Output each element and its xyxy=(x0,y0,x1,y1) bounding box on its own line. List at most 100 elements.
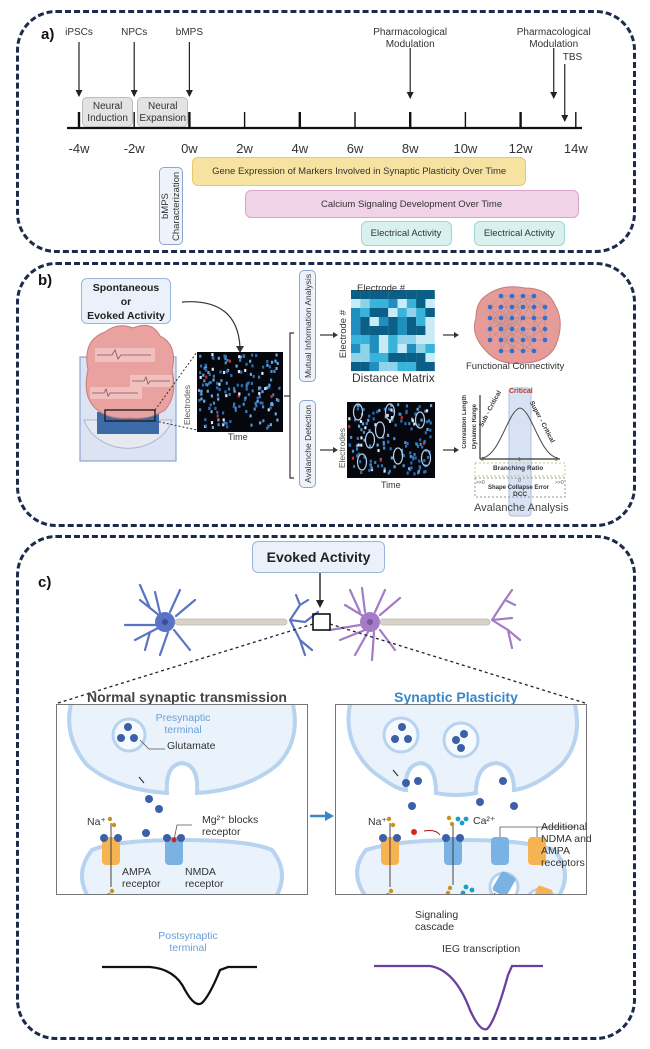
event-label: TBS xyxy=(562,52,583,63)
spike-mark xyxy=(271,403,274,407)
spike-mark xyxy=(374,423,377,427)
matrix-cell xyxy=(416,362,426,372)
spike-mark xyxy=(208,406,211,410)
avalanche-analysis-label: Avalanche Analysis xyxy=(474,502,569,514)
spike-mark xyxy=(370,466,373,470)
spike-mark xyxy=(209,403,212,407)
matrix-cell xyxy=(406,317,417,327)
evoked-activity-callout: Evoked Activity xyxy=(252,541,385,573)
shape-tick: 0 xyxy=(518,478,521,484)
event-label: Pharmacological Modulation xyxy=(516,27,591,50)
matrix-cell xyxy=(406,335,417,345)
spike-mark xyxy=(204,363,207,367)
avalanche-outline xyxy=(414,411,426,429)
spike-mark xyxy=(405,404,408,408)
spike-mark xyxy=(388,407,391,411)
spike-mark xyxy=(357,452,360,456)
spike-mark xyxy=(411,455,415,459)
electrode-node xyxy=(487,315,493,321)
matrix-cell xyxy=(406,290,417,300)
spike-mark xyxy=(210,421,214,425)
spike-mark xyxy=(410,466,413,470)
spike-mark xyxy=(272,393,275,397)
matrix-cell xyxy=(425,362,435,372)
spike-mark xyxy=(407,467,411,471)
spike-mark xyxy=(216,381,219,385)
matrix-cell xyxy=(360,335,370,345)
spike-mark xyxy=(404,441,407,445)
spike-mark xyxy=(382,442,385,446)
spike-mark xyxy=(382,440,385,444)
vesicle xyxy=(382,716,420,754)
matrix-cell xyxy=(406,308,417,318)
shape-tick: >>0 xyxy=(555,480,564,486)
spike-mark xyxy=(427,419,431,423)
spike-mark xyxy=(257,387,261,391)
spike-mark xyxy=(356,407,359,411)
spike-mark xyxy=(206,389,209,393)
spike-mark xyxy=(268,365,272,369)
stage-box: Neural Expansion xyxy=(137,97,189,127)
connectivity-edge xyxy=(500,317,513,330)
timeline-tick-label: 12w xyxy=(508,141,533,156)
matrix-cell xyxy=(351,299,361,309)
matrix-xlabel: Electrode # xyxy=(357,283,406,294)
spike-mark xyxy=(211,425,215,429)
normal-synapse-graphic xyxy=(67,705,297,894)
spike-mark xyxy=(276,418,279,422)
spike-mark xyxy=(240,384,243,388)
spike-mark xyxy=(374,461,377,465)
matrix-cell xyxy=(378,308,389,318)
spike-mark xyxy=(362,407,365,411)
spike-mark xyxy=(416,445,420,449)
matrix-cell xyxy=(378,353,389,363)
panel-b-analysis xyxy=(16,262,636,527)
spike-mark xyxy=(426,427,429,431)
spike-mark xyxy=(204,368,208,372)
spike-mark xyxy=(376,410,379,414)
avalanche-outline xyxy=(356,453,368,471)
spike-mark xyxy=(360,471,363,475)
matrix-cell xyxy=(397,308,407,318)
spike-mark xyxy=(266,359,269,363)
electrode-node xyxy=(531,337,537,343)
spike-mark xyxy=(216,393,220,397)
matrix-cell xyxy=(369,317,379,327)
connectivity-edge xyxy=(489,295,502,308)
spike-mark xyxy=(418,459,421,463)
matrix-cell xyxy=(351,335,361,345)
signaling-cascade-label: Signaling cascade xyxy=(415,909,459,933)
spike-mark xyxy=(254,401,257,405)
spike-mark xyxy=(199,371,202,375)
event-arrowhead xyxy=(75,90,83,97)
shape-collapse-label: Shape Collapse Error xyxy=(488,485,550,491)
branching-ratio-label: Branching Ratio xyxy=(493,465,544,472)
matrix-cell xyxy=(416,353,426,363)
spike-mark xyxy=(242,402,245,406)
electrode-node xyxy=(509,315,515,321)
spike-mark xyxy=(383,467,386,471)
matrix-cell xyxy=(369,299,379,309)
spike-mark xyxy=(239,355,242,359)
spike-mark xyxy=(423,459,426,463)
spike-mark xyxy=(253,407,256,411)
spike-mark xyxy=(348,425,351,429)
connectivity-edge xyxy=(500,306,513,319)
spike-mark xyxy=(425,420,428,424)
connectivity-edge xyxy=(500,306,524,319)
spike-mark xyxy=(262,365,265,369)
spike-mark xyxy=(259,421,262,425)
timeline-tick-label: -2w xyxy=(123,141,145,156)
spike-mark xyxy=(383,407,386,411)
connectivity-edge xyxy=(511,317,524,330)
connectivity-edge xyxy=(533,295,546,308)
timeline-tick-label: 6w xyxy=(346,141,364,156)
spike-mark xyxy=(390,408,393,412)
spike-mark xyxy=(361,422,365,426)
matrix-cell xyxy=(388,308,398,318)
spike-mark xyxy=(429,421,432,425)
spike-mark xyxy=(216,410,219,414)
matrix-cell xyxy=(369,326,379,336)
spike-mark xyxy=(203,399,206,403)
matrix-cell xyxy=(406,344,417,354)
